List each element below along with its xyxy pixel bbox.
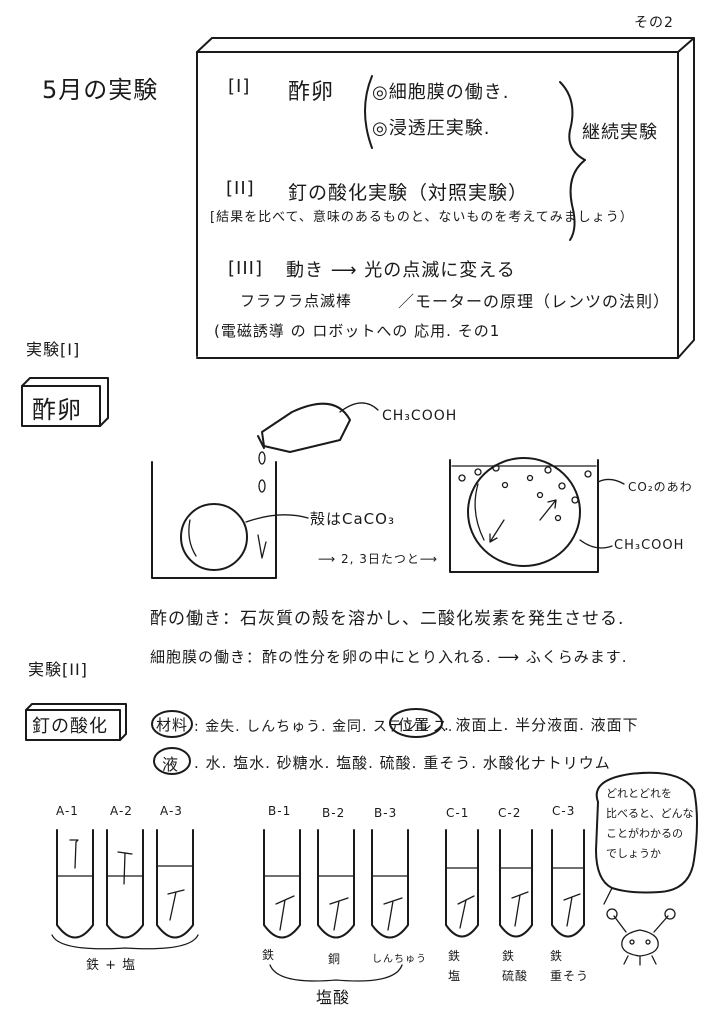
materials-circle bbox=[151, 710, 193, 738]
position-circle bbox=[389, 708, 443, 738]
speech-bubble-text: どれとどれを 比べると、どんな ことがわかるの でしょうか bbox=[606, 787, 694, 860]
tube-label-c2: C-2 bbox=[498, 806, 522, 820]
main-title: 5月の実験 bbox=[42, 76, 159, 104]
liquid-tag: 液 bbox=[162, 755, 180, 774]
group-b-caption: 塩酸 bbox=[316, 988, 351, 1007]
materials-tag: 材料 bbox=[156, 716, 189, 734]
co2-bubbles bbox=[458, 464, 592, 522]
exp1-title-box bbox=[21, 377, 109, 427]
tube-label-c1: C-1 bbox=[446, 806, 470, 820]
tubes-group-c bbox=[445, 829, 585, 938]
plan-card bbox=[196, 37, 695, 359]
position-list: . 液面上. 半分液面. 液面下 bbox=[444, 716, 639, 734]
tube-label-c3: C-3 bbox=[552, 804, 576, 818]
b-caption-1: 鉄 bbox=[262, 948, 276, 962]
liquid-list: . 水. 塩水. 砂糖水. 塩酸. 硫酸. 重そう. 水酸化ナトリウム bbox=[194, 754, 611, 772]
materials-list: : 金失. しんちゅう. 金同. ステンレス. bbox=[194, 719, 454, 735]
plan-continuing: 継続実験 bbox=[582, 122, 658, 143]
exp1-acid-label: CH₃COOH bbox=[382, 408, 458, 424]
exp1-acid2-label: CH₃COOH bbox=[614, 538, 685, 553]
plan-item2-title: 釘の酸化実験（対照実験） bbox=[288, 182, 529, 204]
plan-item2-note: [結果を比べて、意味のあるものと、ないものを考えてみましょう） bbox=[210, 210, 634, 225]
tube-label-b1: B-1 bbox=[268, 804, 292, 818]
brace-right-bottom bbox=[569, 159, 586, 241]
tube-label-b3: B-3 bbox=[374, 806, 398, 820]
cartoon-creature-icon bbox=[606, 908, 676, 966]
position-tag: 位置 bbox=[398, 716, 431, 734]
plan-item3-note: (電磁誘導 の ロボットへの 応用. その1 bbox=[214, 322, 501, 340]
plan-item3-num: [III] bbox=[228, 258, 263, 279]
leader-acid bbox=[339, 402, 379, 413]
exp2-box-title: 釘の酸化 bbox=[32, 716, 108, 737]
bubble-tail bbox=[603, 887, 613, 905]
plan-item1-sub2: ◎浸透圧実験. bbox=[372, 118, 491, 139]
b-caption-2: 銅 bbox=[328, 952, 342, 966]
brace-right-top bbox=[559, 81, 586, 161]
plan-item2-num: [II] bbox=[226, 178, 255, 199]
exp1-label: 実験[I] bbox=[26, 340, 81, 359]
exp1-shell-label: 殻はCaCO₃ bbox=[310, 510, 395, 528]
c-caption-1: 鉄 塩 bbox=[448, 949, 462, 983]
tubes-group-b bbox=[263, 829, 409, 982]
c-caption-3: 鉄 重そう bbox=[550, 949, 590, 983]
tube-label-a2: A-2 bbox=[110, 804, 133, 818]
exp1-days: ⟶ 2, 3日たつと⟶ bbox=[318, 552, 439, 566]
drop-arrow bbox=[257, 534, 267, 559]
plan-item1-num: [I] bbox=[228, 76, 251, 97]
tubes-group-a bbox=[51, 829, 199, 950]
plan-item3-sub-a: フラフラ点滅棒 bbox=[240, 292, 353, 310]
exp2-label: 実験[II] bbox=[28, 660, 88, 679]
plan-item3-sub-b: ／モーターの原理（レンツの法則） bbox=[398, 292, 671, 311]
paren-left bbox=[364, 75, 373, 149]
group-a-caption: 鉄 + 塩 bbox=[86, 958, 137, 973]
beaker-right bbox=[449, 457, 599, 573]
tube-label-a1: A-1 bbox=[56, 804, 79, 818]
plan-item1-sub1: ◎細胞膜の働き. bbox=[372, 82, 510, 103]
c-caption-2: 鉄 硫酸 bbox=[502, 949, 529, 983]
page-number: その2 bbox=[634, 15, 674, 31]
b-caption-3: しんちゅう bbox=[372, 954, 427, 965]
vinegar-bottle bbox=[257, 402, 351, 493]
exp2-title-box bbox=[25, 703, 127, 741]
exp1-co2-label: CO₂のあわ bbox=[628, 480, 693, 494]
exp1-line1: 酢の働き：石灰質の殻を溶かし、二酸化炭素を発生させる. bbox=[150, 609, 625, 629]
leader-acid2 bbox=[579, 539, 613, 549]
tube-label-b2: B-2 bbox=[322, 806, 346, 820]
plan-item3-title: 動き ⟶ 光の点滅に変える bbox=[286, 260, 516, 281]
liquid-circle bbox=[153, 747, 191, 775]
plan-item1-title: 酢卵 bbox=[288, 80, 335, 105]
tube-label-a3: A-3 bbox=[160, 804, 183, 818]
leader-shell bbox=[245, 514, 309, 523]
leader-co2 bbox=[597, 478, 625, 485]
exp1-line2: 細胞膜の働き：酢の性分を卵の中にとり入れる. ⟶ ふくらみます. bbox=[150, 648, 628, 666]
beaker-left bbox=[151, 461, 277, 579]
exp1-box-title: 酢卵 bbox=[32, 396, 82, 424]
